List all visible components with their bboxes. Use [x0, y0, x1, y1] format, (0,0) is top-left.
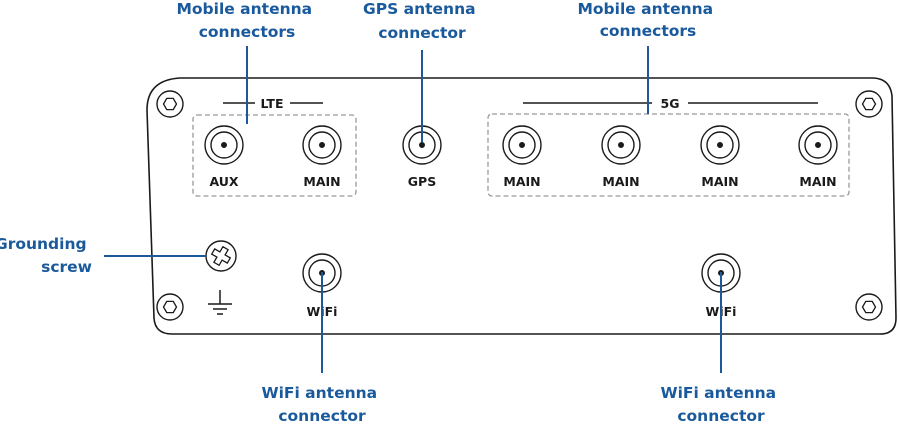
lte-group-label: LTE	[261, 96, 284, 111]
phillips-screw-icon	[205, 240, 237, 272]
sma-connector-icon-lte-aux	[204, 125, 244, 165]
hex-screw-icon	[855, 293, 883, 321]
sma-connector-icon-5g-main-3	[700, 125, 740, 165]
sma-connector-icon-5g-main-4	[798, 125, 838, 165]
connector-label-5g-main-2: MAIN	[602, 174, 639, 189]
connector-label-5g-main-4: MAIN	[799, 174, 836, 189]
callout-grounding: Grounding screw	[0, 235, 92, 276]
sma-connector-icon-lte-main	[302, 125, 342, 165]
connector-label-5g-main-3: MAIN	[701, 174, 738, 189]
device-panel	[146, 77, 897, 335]
callout-wifi-left: WiFi antenna connector	[261, 384, 382, 424]
hex-screw-icon	[156, 90, 184, 118]
connector-label-gps: GPS	[408, 174, 436, 189]
sma-connector-icon-5g-main-1	[502, 125, 542, 165]
callout-mobile-right: Mobile antenna connectors	[577, 0, 718, 40]
connector-label-lte-main: MAIN	[303, 174, 340, 189]
callout-mobile-left: Mobile antenna connectors	[176, 0, 317, 41]
5g-group-label: 5G	[661, 96, 680, 111]
callout-gps: GPS antenna connector	[363, 0, 481, 42]
5g-group-box	[487, 113, 850, 197]
sma-connector-icon-5g-main-2	[601, 125, 641, 165]
hex-screw-icon	[156, 293, 184, 321]
connector-label-5g-main-1: MAIN	[503, 174, 540, 189]
connector-label-lte-aux: AUX	[209, 174, 238, 189]
callout-wifi-right: WiFi antenna connector	[660, 384, 781, 424]
hex-screw-icon	[855, 90, 883, 118]
ground-symbol-icon	[208, 290, 232, 315]
